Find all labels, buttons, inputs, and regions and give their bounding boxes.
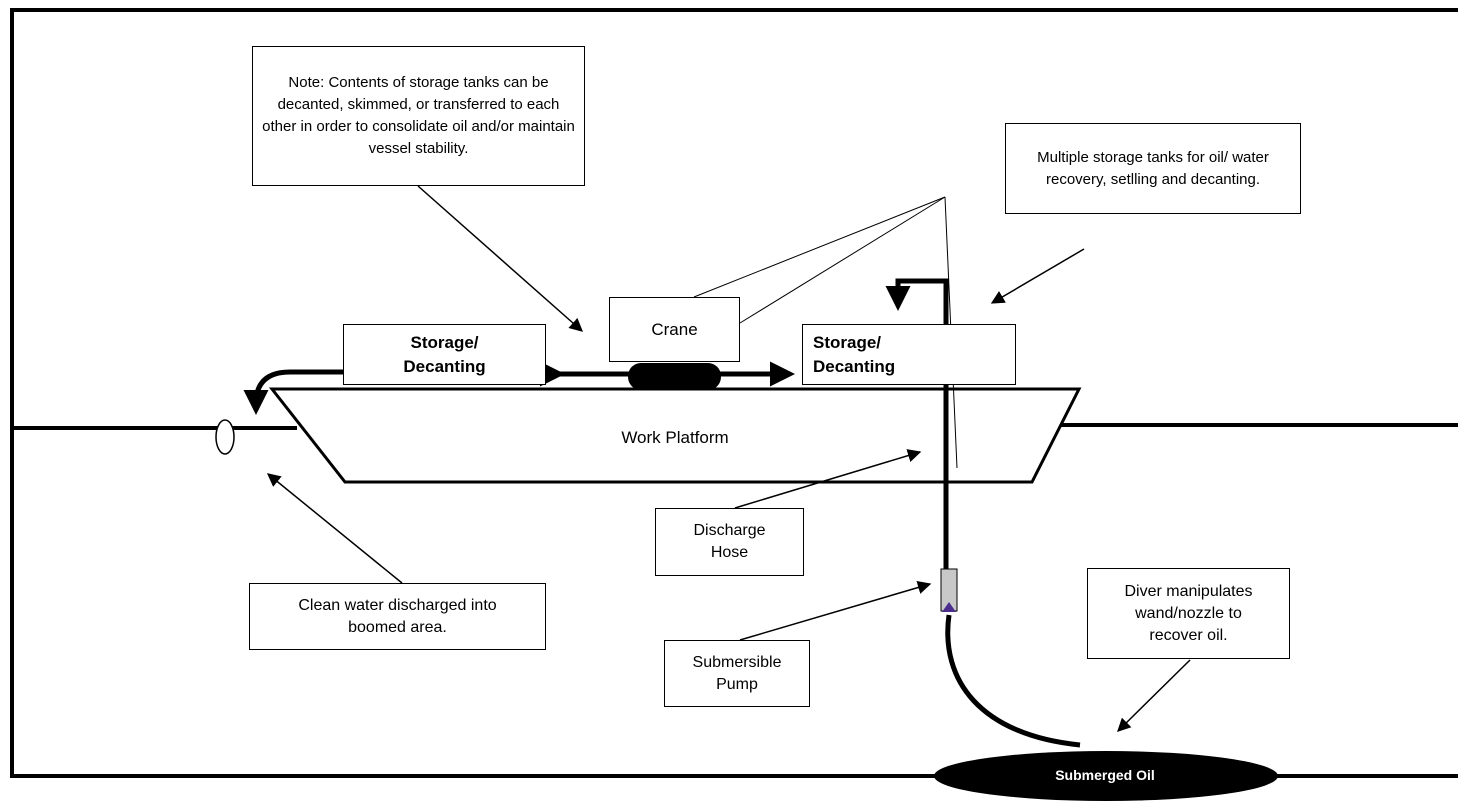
- storage-right-line1: Storage/: [813, 332, 882, 352]
- discharge-hose-box: Discharge Hose: [655, 508, 804, 576]
- crane-box: Crane: [609, 297, 740, 362]
- submerged-oil-label: Submerged Oil: [1055, 767, 1155, 783]
- note-box: Note: Contents of storage tanks can be d…: [252, 46, 585, 186]
- discharge-hose-line2: Hose: [710, 544, 749, 561]
- diver-line3: recover oil.: [1149, 626, 1228, 644]
- discharge-hose-line1: Discharge: [693, 522, 766, 539]
- diver-line2: wand/nozzle to: [1135, 604, 1242, 622]
- arrow-clean-water: [266, 473, 403, 584]
- storage-left-line2: Decanting: [403, 356, 486, 376]
- multiple-tanks-text: Multiple storage tanks for oil/ water re…: [1037, 148, 1269, 188]
- crane-rigging-line: [693, 196, 946, 298]
- crane-label: Crane: [651, 319, 698, 339]
- clean-water-line2: boomed area.: [348, 618, 447, 636]
- outer-frame: [10, 8, 1458, 778]
- work-platform-label: Work Platform: [621, 428, 729, 447]
- storage-decanting-left: Storage/ Decanting: [343, 324, 546, 385]
- arrow-note: [417, 185, 584, 332]
- storage-left-line1: Storage/: [410, 332, 479, 352]
- diver-line1: Diver manipulates: [1124, 582, 1253, 600]
- discharge-hose-line: [885, 278, 949, 570]
- clean-water-line1: Clean water discharged into: [298, 596, 497, 614]
- crane-rigging-line: [739, 196, 946, 324]
- note-text: Note: Contents of storage tanks can be d…: [262, 74, 575, 157]
- storage-right-line2: Decanting: [813, 356, 896, 376]
- work-platform-hull: [268, 387, 1082, 484]
- clean-water-discharge-pipe: [243, 369, 343, 415]
- storage-decanting-right: Storage/ Decanting: [802, 324, 1016, 385]
- arrow-diver: [1117, 659, 1191, 732]
- clean-water-box: Clean water discharged into boomed area.: [249, 583, 546, 650]
- pump-line1: Submersible: [692, 653, 782, 671]
- multiple-tanks-box: Multiple storage tanks for oil/ water re…: [1005, 123, 1301, 214]
- boom-float: [215, 419, 235, 455]
- arrow-submersible-pump: [739, 580, 932, 641]
- pump-line2: Pump: [716, 675, 758, 693]
- submersible-pump-box: Submersible Pump: [664, 640, 810, 707]
- arrow-multiple-tanks: [990, 248, 1085, 304]
- submerged-oil: [934, 751, 1278, 801]
- diver-box: Diver manipulates wand/nozzle to recover…: [1087, 568, 1290, 659]
- suction-hose: [945, 614, 1081, 748]
- pump-inlet-icon: [942, 602, 956, 612]
- arrow-discharge-hose: [734, 449, 922, 509]
- transfer-pump: [628, 363, 721, 390]
